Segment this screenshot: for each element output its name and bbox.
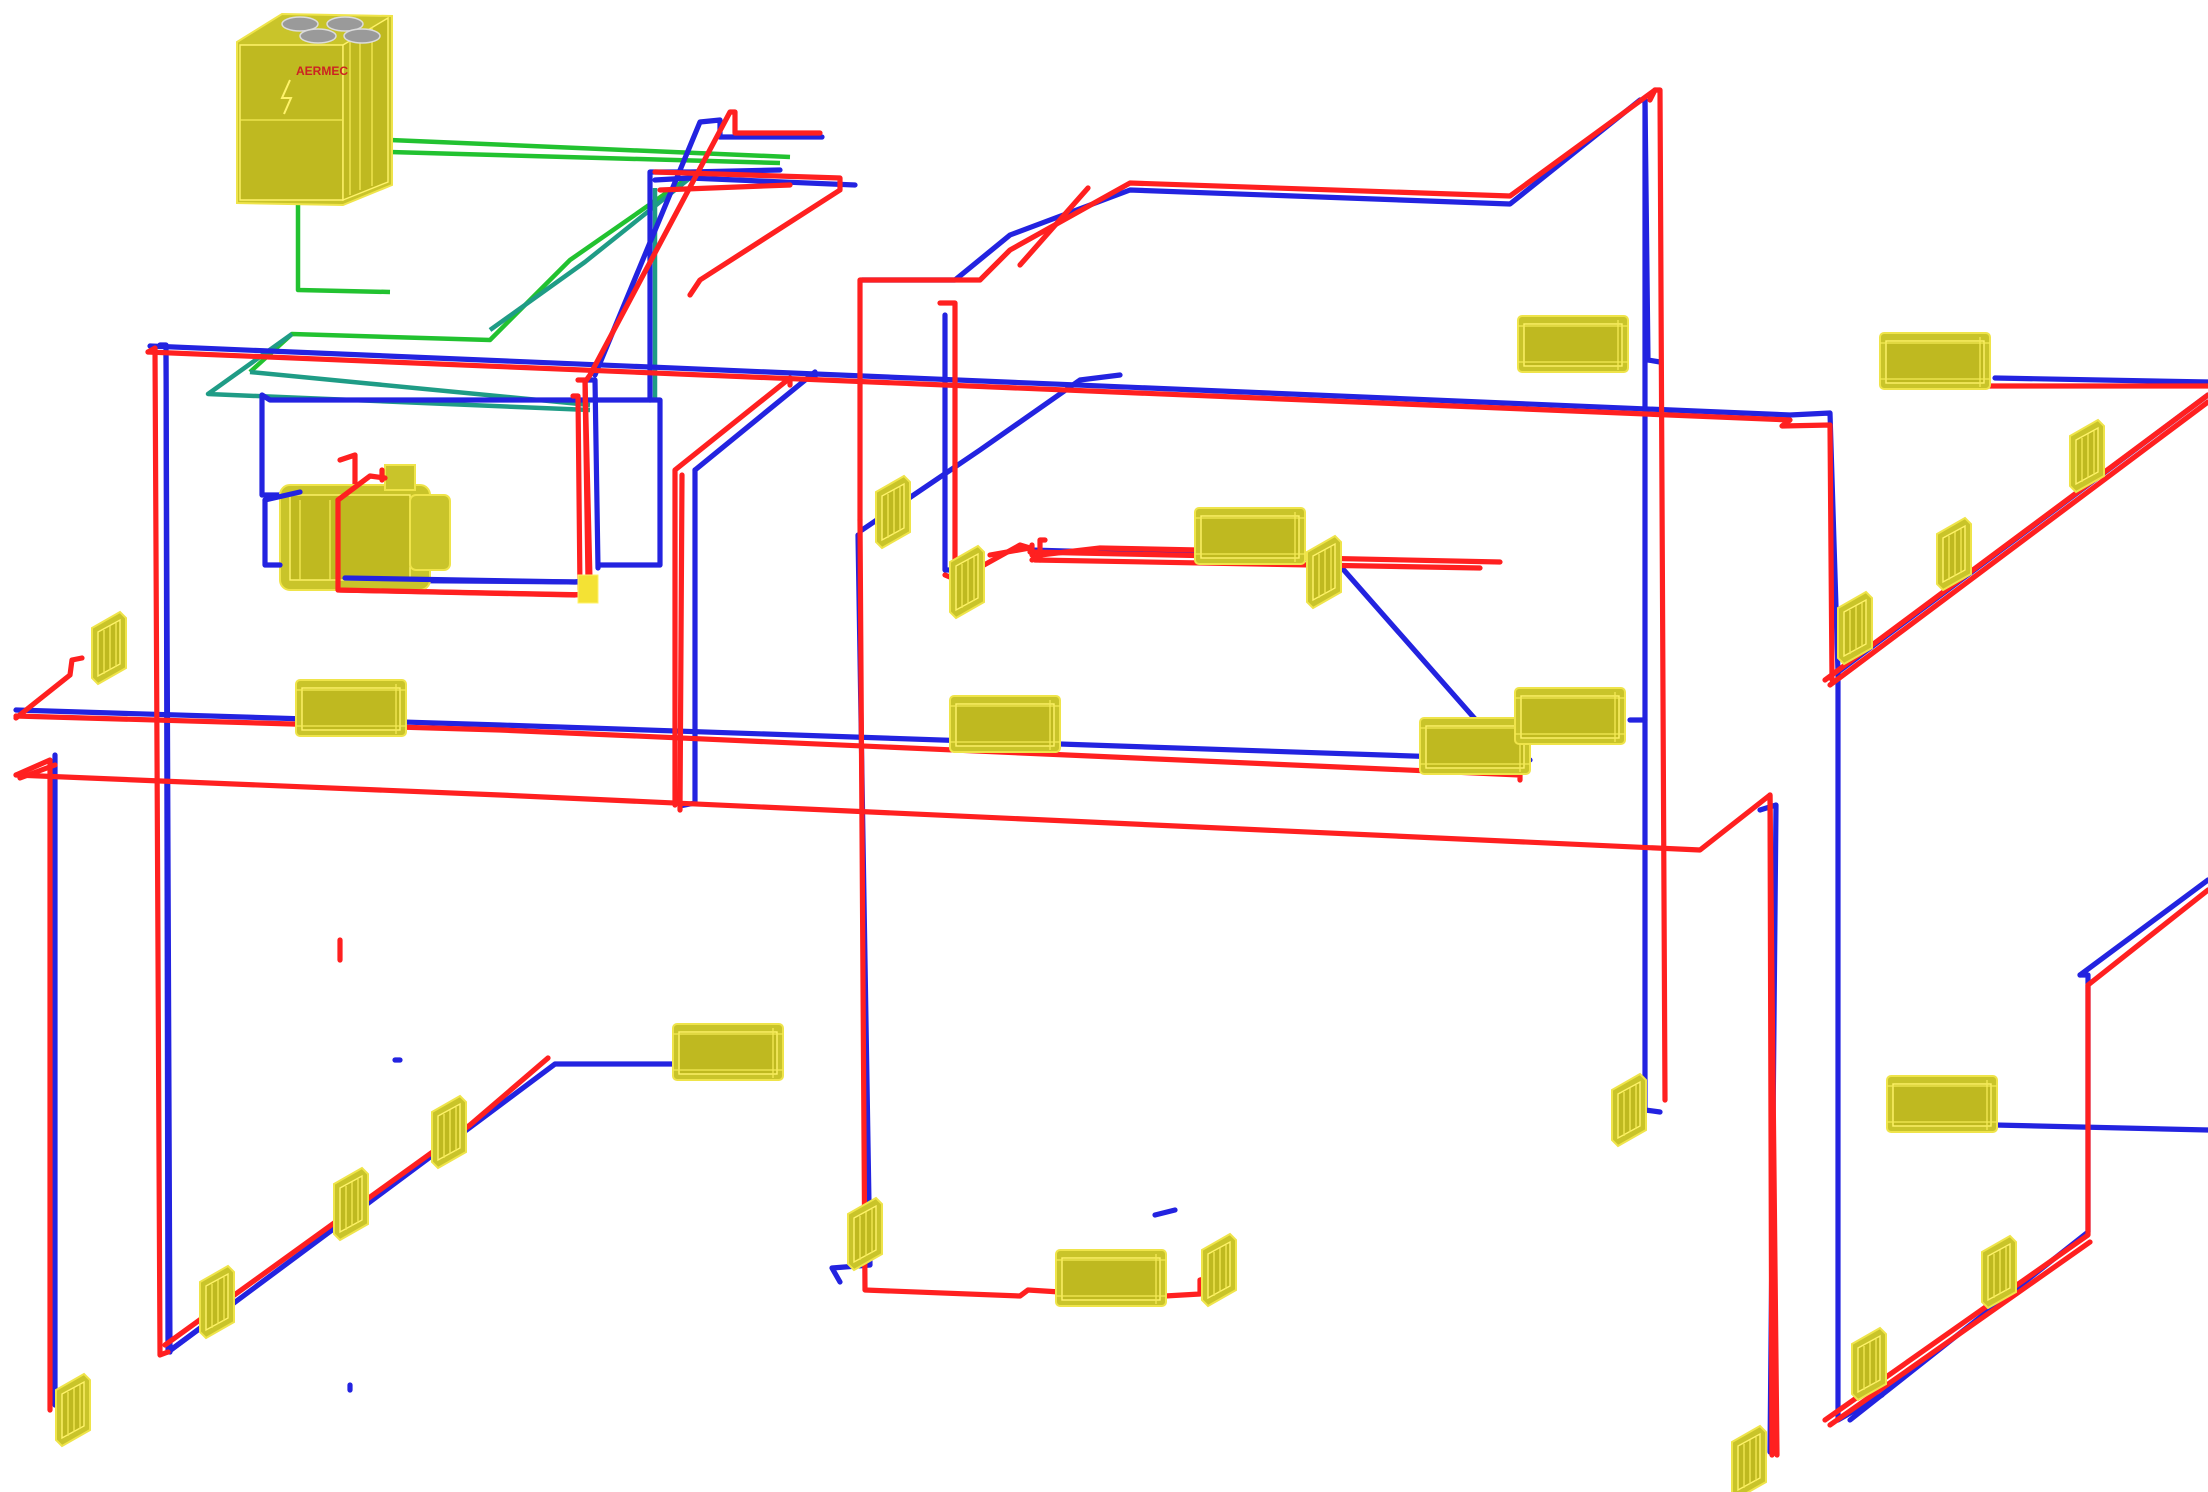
refrigerant-lines bbox=[205, 137, 791, 413]
fan-coil-unit bbox=[91, 611, 127, 685]
fan-coil-unit bbox=[1879, 332, 1991, 390]
fan-coil-unit bbox=[875, 475, 911, 549]
fan-coil-unit bbox=[949, 695, 1061, 753]
fan-coil-unit bbox=[672, 1023, 784, 1081]
fan-coil-unit bbox=[1055, 1249, 1167, 1307]
chiller-brand-label: AERMEC bbox=[296, 64, 348, 78]
fan-coil-unit bbox=[1731, 1425, 1767, 1492]
fan-coil-unit bbox=[1419, 717, 1531, 775]
fan-coil-unit bbox=[1611, 1073, 1647, 1147]
fan-coil-unit bbox=[1306, 535, 1342, 609]
fan-coil-unit bbox=[199, 1265, 235, 1339]
fan-coil-unit bbox=[431, 1095, 467, 1169]
outdoor-chiller-unit: AERMEC bbox=[236, 12, 393, 207]
fan-coil-unit bbox=[847, 1197, 883, 1271]
fan-coil-unit bbox=[1886, 1075, 1998, 1133]
fan-coil-unit bbox=[1194, 507, 1306, 565]
pump-tank-module bbox=[262, 464, 599, 604]
fan-coil-unit bbox=[55, 1373, 91, 1447]
fan-coil-unit bbox=[333, 1167, 369, 1241]
fan-coil-unit bbox=[295, 679, 407, 737]
fan-coil-unit bbox=[1514, 687, 1626, 745]
fan-coil-unit bbox=[1517, 315, 1629, 373]
fan-coil-unit bbox=[1201, 1233, 1237, 1307]
